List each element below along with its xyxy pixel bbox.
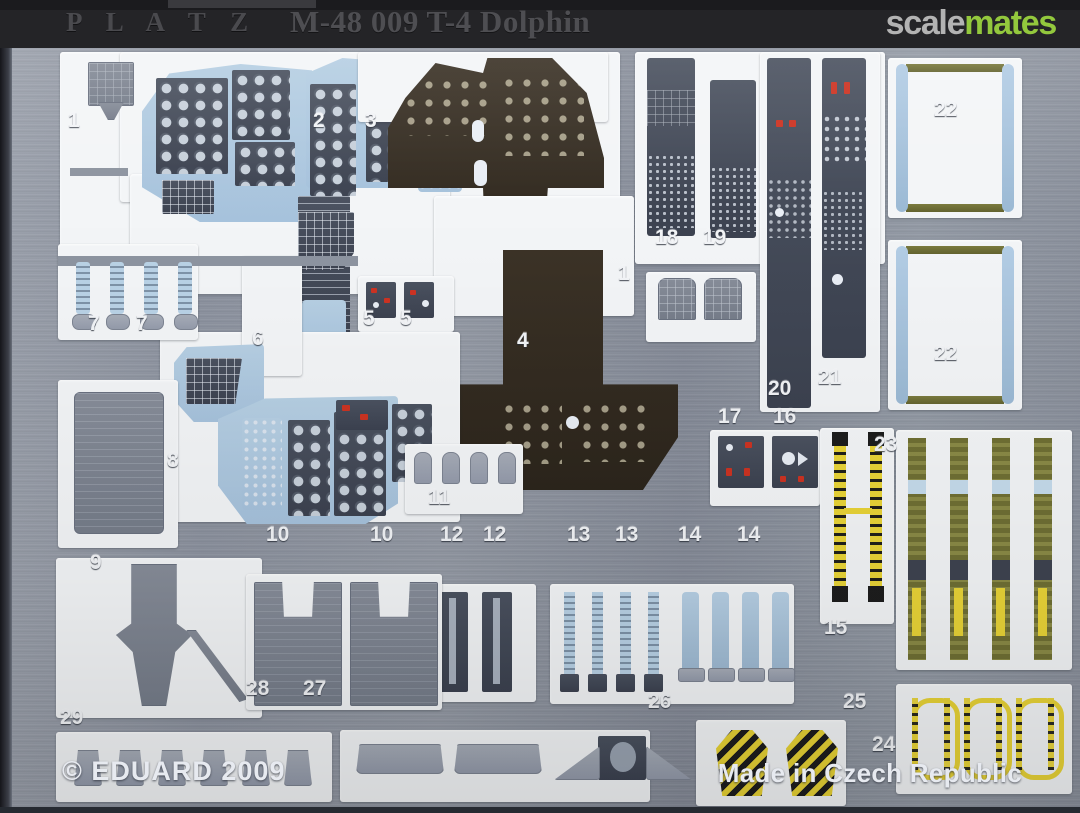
part-28 [356,744,444,774]
dial-field [242,418,282,510]
part-7-set [68,256,200,336]
part-number: 14 [678,523,702,546]
part-number: 12 [483,523,507,546]
part-11-set [410,448,522,510]
etched-hole [888,240,1022,410]
part-23-set [902,434,1070,668]
dial-cluster [288,420,330,516]
part-25b [786,730,838,796]
part-21 [822,58,866,358]
dial-cluster [310,84,356,196]
part-number: 27 [303,677,327,700]
part-number: 19 [703,226,727,249]
part-18 [647,58,695,236]
part-22b [894,244,1016,406]
part-6-grid [186,358,242,404]
made-in-text: Made in Czech Republic [717,758,1022,788]
part-number: 26 [648,690,672,713]
scan-bottom-edge [0,807,1080,813]
page-header: P L A T Z M-48 009 T-4 Dolphin scalemate… [0,0,1080,48]
part-number: 10 [266,523,290,546]
part-number: 29 [60,706,84,729]
part-1b-b [704,278,742,320]
part-number: 10 [370,523,394,546]
sprue-rail [58,256,358,266]
manufacturer-brand: P L A T Z [66,7,258,37]
scan-left-edge [0,44,12,813]
part-number: 14 [737,523,761,546]
part-number: 13 [567,523,591,546]
scalemates-logo[interactable]: scalemates [885,4,1058,43]
part-number: 5 [363,307,375,330]
part-number: 22 [934,342,958,365]
dial-cluster [156,78,228,174]
logo-mates-text: mates [964,4,1057,42]
part-number: 1 [618,262,630,285]
part-12b [482,592,512,692]
part-22a [894,62,1016,214]
part-number: 15 [824,616,848,639]
part-number: 3 [365,109,377,132]
part-12a [438,592,468,692]
part-number: 20 [768,377,792,400]
part-20 [767,58,811,408]
part-number: 8 [167,449,179,472]
part-8 [74,392,164,534]
copyright-text: © EDUARD 2009 [62,756,286,786]
part-5b [404,282,434,318]
part-1b-a [658,278,696,320]
part-number: 23 [874,433,898,456]
dial-cluster [336,400,388,430]
etched-hole [888,58,1022,218]
part-26 [552,736,692,784]
part-14-set [678,592,795,704]
product-title: M-48 009 T-4 Dolphin [290,4,591,39]
part-25a [716,730,768,796]
part-number: 28 [246,677,270,700]
part-number: 7 [136,312,148,335]
part-number: 2 [313,109,325,132]
sprue-tab [70,168,128,176]
part-number: 1 [68,109,80,132]
part-number: 5 [400,307,412,330]
part-16 [772,436,818,488]
part-number: 11 [428,486,451,509]
part-number: 6 [252,327,264,350]
part-19 [710,80,756,238]
part-1 [88,62,134,106]
part-number: 9 [90,551,102,574]
logo-scale-text: scale [885,4,966,42]
part-number: 24 [872,733,896,756]
part-27 [454,744,542,774]
part-number: 4 [517,329,529,352]
belt [950,438,968,660]
part-number: 22 [934,98,958,121]
header-notch [168,0,316,8]
part-number: 17 [718,405,742,428]
part-15 [828,432,890,618]
part-number: 25 [843,690,867,713]
part-number: 18 [655,226,679,249]
photoetch-fret: 1 2 3 1 18 19 7 7 6 5 5 4 20 21 22 22 17… [10,44,1080,813]
part-number: 13 [615,523,639,546]
keypad-block [162,180,214,214]
dial-cluster [232,70,290,140]
part-13-set [558,592,668,702]
part-24-set [908,692,1064,788]
part-number: 12 [440,523,464,546]
part-5a [366,282,396,318]
part-number: 21 [818,366,842,389]
belt [992,438,1010,660]
belt [1034,438,1052,660]
part-17 [718,436,764,488]
part-number: 7 [88,312,100,335]
part-number: 16 [773,405,797,428]
etched-hole [56,732,332,802]
part-29-set [68,740,328,798]
belt [908,438,926,660]
dial-cluster [235,142,295,186]
